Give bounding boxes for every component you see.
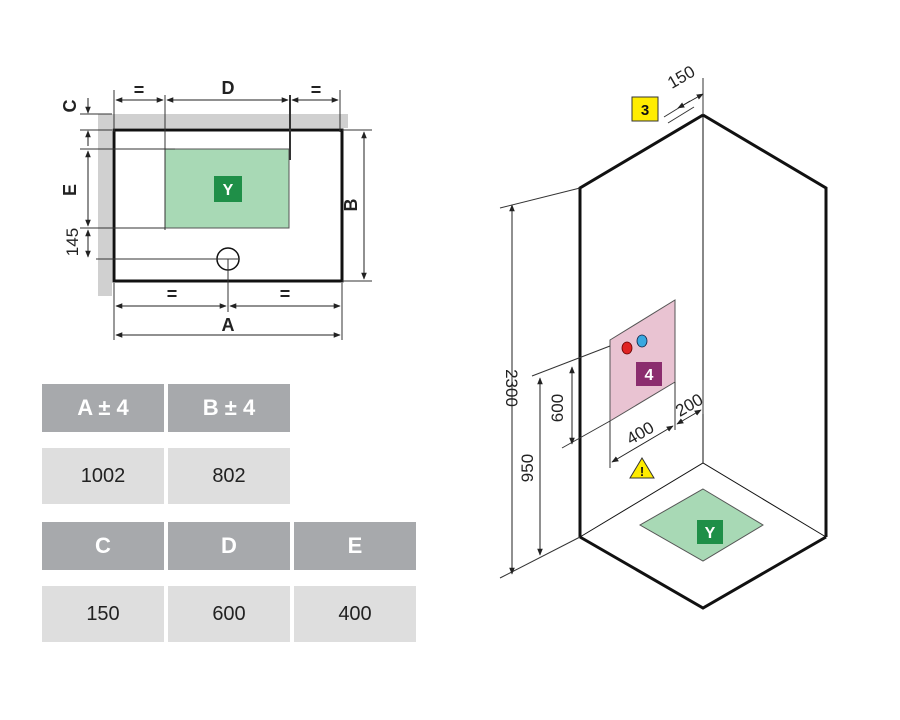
back-wall-strip (98, 114, 348, 128)
dim-e-label: E (60, 184, 80, 196)
plan-view: Y = D = C E 145 B (60, 78, 372, 340)
dim-145-label: 145 (63, 228, 82, 256)
floor-front-edges (579, 535, 827, 610)
dim-equal-top-right: = (311, 80, 322, 100)
dim-equal-bottom-right: = (280, 284, 291, 304)
item-3-badge (631, 96, 659, 122)
warning-mark: ! (640, 464, 644, 479)
item-4-badge (636, 362, 662, 386)
dimension-table-2-header: C D E (42, 522, 420, 570)
floor-zone-y-badge (697, 520, 723, 544)
cabin-outline-right (702, 113, 828, 537)
table2-value-c: 150 (42, 586, 164, 642)
zone-y-badge (214, 176, 242, 202)
dimension-table-1-values: 1002 802 (42, 448, 294, 504)
dimension-table-1-header: A ± 4 B ± 4 (42, 384, 294, 432)
dim-c-label: C (60, 100, 80, 113)
dim-150: 150 (664, 62, 698, 93)
zone-y-badge-label: Y (223, 182, 234, 199)
dim-950: 950 (518, 454, 537, 482)
floor-back-edges (579, 462, 827, 538)
dim-200: 200 (672, 390, 706, 421)
table2-header-c: C (42, 522, 164, 570)
table2-value-d: 600 (168, 586, 290, 642)
dim-equal-bottom-left: = (167, 284, 178, 304)
dim-height-2300: 2300 (502, 369, 521, 407)
dim-b-label: B (341, 199, 361, 212)
hot-water-dot (621, 341, 633, 355)
dim-a-label: A (222, 315, 235, 335)
table1-value-b: 802 (168, 448, 290, 504)
table1-header-b: B ± 4 (168, 384, 290, 432)
table1-value-a: 1002 (42, 448, 164, 504)
dim-600: 600 (548, 394, 567, 422)
side-wall-strip (98, 114, 112, 296)
warning-triangle-icon (629, 457, 655, 479)
dim-equal-top-left: = (134, 80, 145, 100)
dim-400: 400 (623, 418, 657, 449)
item-3-label: 3 (641, 102, 649, 119)
cold-water-dot (636, 334, 648, 348)
dimension-table-2-values: 150 600 400 (42, 586, 420, 642)
dim-d-label: D (222, 78, 235, 98)
table2-header-d: D (168, 522, 290, 570)
isometric-view: Y 4 2300 950 600 400 200 ! 1 (499, 62, 828, 610)
floor-zone-y-label: Y (705, 525, 716, 542)
control-panel-area (609, 299, 676, 422)
table2-value-e: 400 (294, 586, 416, 642)
table1-header-a: A ± 4 (42, 384, 164, 432)
item-4-label: 4 (645, 367, 654, 384)
table2-header-e: E (294, 522, 416, 570)
